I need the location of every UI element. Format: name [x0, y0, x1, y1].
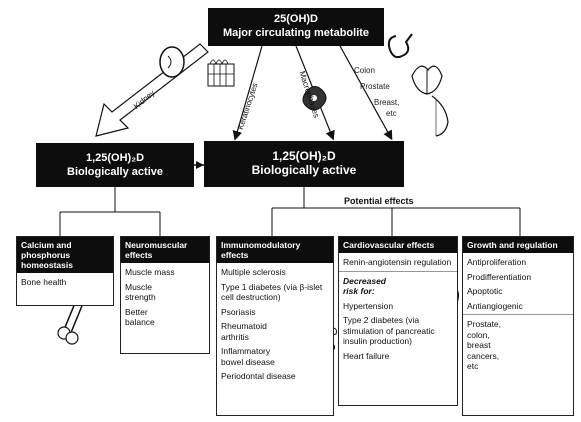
panel-title: Immunomodulatory effects	[217, 237, 333, 263]
skin-icon	[207, 59, 235, 87]
list-item: Multiple sclerosis	[221, 267, 286, 277]
keratinocytes-arrow	[232, 45, 263, 141]
prostate-icon	[411, 65, 443, 95]
panel-growth: Growth and regulation Antiproliferation …	[462, 236, 574, 416]
list-item: Type 1 diabetes (via β-islet cell destru…	[221, 281, 323, 303]
colon-icon	[387, 33, 413, 59]
list-item: Better balance	[125, 306, 155, 328]
list-item: Antiangiogenic	[463, 301, 573, 315]
etc-label: etc	[386, 109, 397, 118]
list-item: Type 2 diabetes (via stimulation of panc…	[343, 315, 435, 346]
list-item: Prostate, colon, breast cancers, etc	[467, 319, 502, 371]
metabolite-desc: Major circulating metabolite	[222, 27, 370, 39]
active-form-desc: Biologically active	[67, 166, 163, 178]
list-item: Decreased risk for:	[343, 275, 387, 297]
breast-icon	[431, 95, 449, 137]
panel-title: Calcium and phosphorus homeostasis	[17, 237, 113, 273]
macrophage-icon	[302, 86, 327, 111]
list-item: Prodifferentiation	[467, 271, 532, 282]
active-form-name: 1,25(OH)₂D	[272, 149, 336, 163]
list-item: Heart failure	[343, 350, 390, 361]
list-item: Antiproliferation	[467, 257, 527, 267]
active-form-box-main: 1,25(OH)₂D Biologically active	[204, 141, 404, 187]
panel-title: Neuromuscular effects	[121, 237, 209, 263]
list-item: Psoriasis	[221, 306, 256, 317]
metabolite-box: 25(OH)D Major circulating metabolite	[208, 8, 384, 46]
list-item: Inflammatory bowel disease	[221, 346, 275, 367]
list-item: Muscle strength	[125, 281, 156, 303]
list-item: Apoptotic	[467, 286, 503, 296]
active-form-desc: Biologically active	[251, 163, 357, 177]
active-form-box-left: 1,25(OH)₂D Biologically active	[36, 143, 194, 187]
kidney-icon	[159, 46, 185, 78]
panel-immunomodulatory: Immunomodulatory effects Multiple sclero…	[216, 236, 334, 416]
panel-calcium: Calcium and phosphorus homeostasis Bone …	[16, 236, 114, 306]
panel-neuromuscular: Neuromuscular effects Muscle mass Muscle…	[120, 236, 210, 354]
potential-effects-label: Potential effects	[344, 196, 414, 206]
list-item: Hypertension	[343, 300, 394, 311]
list-item: Bone health	[21, 277, 67, 287]
list-item: Periodontal disease	[221, 371, 296, 381]
panel-cardiovascular: Cardiovascular effects Renin-angiotensin…	[338, 236, 458, 406]
colon-label: Colon	[354, 66, 375, 75]
tissues-arrow	[339, 45, 393, 141]
active-form-name: 1,25(OH)₂D	[85, 152, 145, 164]
list-item: Renin-angiotensin regulation	[339, 257, 457, 272]
list-item: Muscle mass	[125, 267, 175, 277]
breast-label: Breast,	[374, 98, 400, 107]
panel-title: Cardiovascular effects	[339, 237, 457, 253]
panel-title: Growth and regulation	[463, 237, 573, 253]
metabolite-name: 25(OH)D	[273, 13, 318, 25]
list-item: Rheumatoid arthritis	[221, 321, 267, 342]
prostate-label: Prostate	[360, 82, 390, 91]
